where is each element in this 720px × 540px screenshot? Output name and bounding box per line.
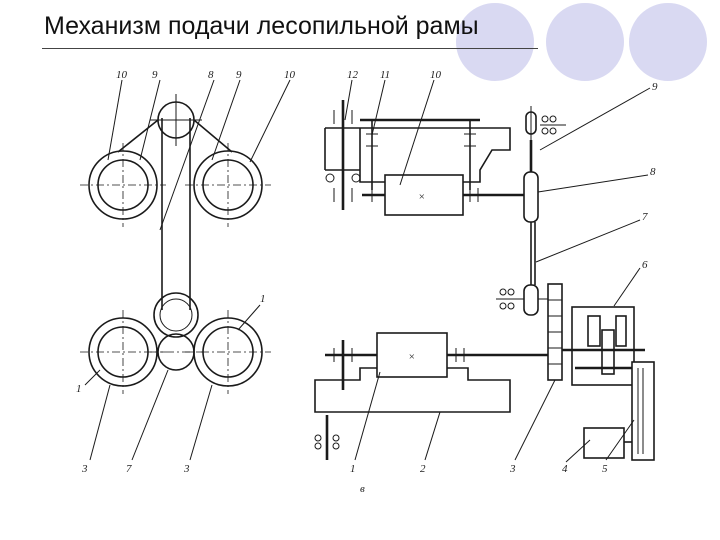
label-1-left: 1 [76, 383, 82, 395]
label-11: 11 [380, 69, 390, 81]
gear-6b [601, 329, 615, 375]
left-view: 10 9 8 9 10 1 1 3 7 3 [76, 69, 296, 475]
label-7: 7 [126, 463, 132, 475]
label-2: 2 [420, 463, 426, 475]
label-1-right: 1 [260, 293, 266, 305]
label-3b: 3 [183, 463, 190, 475]
title-underline [42, 48, 538, 49]
label-10a: 10 [116, 69, 128, 81]
sprocket-8 [523, 171, 539, 223]
gear-6c [615, 315, 627, 347]
label-8-right: 8 [650, 166, 656, 178]
label-10-right: 10 [430, 69, 442, 81]
label-9b: 9 [236, 69, 242, 81]
label-6: 6 [642, 259, 648, 271]
decorative-circles [452, 0, 711, 85]
label-9-right: 9 [652, 81, 658, 93]
upper-motor [384, 174, 464, 216]
decor-circle-1 [452, 0, 538, 85]
lower-motor-symbol: × [408, 351, 415, 363]
lower-frame-2 [314, 367, 511, 413]
label-5: 5 [602, 463, 608, 475]
slide-title: Механизм подачи лесопильной рамы [44, 12, 479, 40]
upper-motor-symbol: × [418, 191, 425, 203]
gear-6a [587, 315, 601, 347]
right-view: × [314, 69, 658, 495]
label-12: 12 [347, 69, 359, 81]
label-8: 8 [208, 69, 214, 81]
lower-sprocket [153, 292, 199, 338]
label-3-right: 3 [509, 463, 516, 475]
drive-motor-4 [583, 427, 625, 459]
label-1-bottom: 1 [350, 463, 356, 475]
upper-frame [325, 127, 511, 183]
label-7-right: 7 [642, 211, 648, 223]
decor-circle-3 [625, 0, 711, 85]
lower-motor-1 [376, 332, 448, 378]
label-10b: 10 [284, 69, 296, 81]
figure-caption: в [360, 483, 365, 495]
label-4: 4 [562, 463, 568, 475]
label-9a: 9 [152, 69, 158, 81]
lower-sprocket-assembly [523, 284, 539, 316]
label-3a: 3 [81, 463, 88, 475]
